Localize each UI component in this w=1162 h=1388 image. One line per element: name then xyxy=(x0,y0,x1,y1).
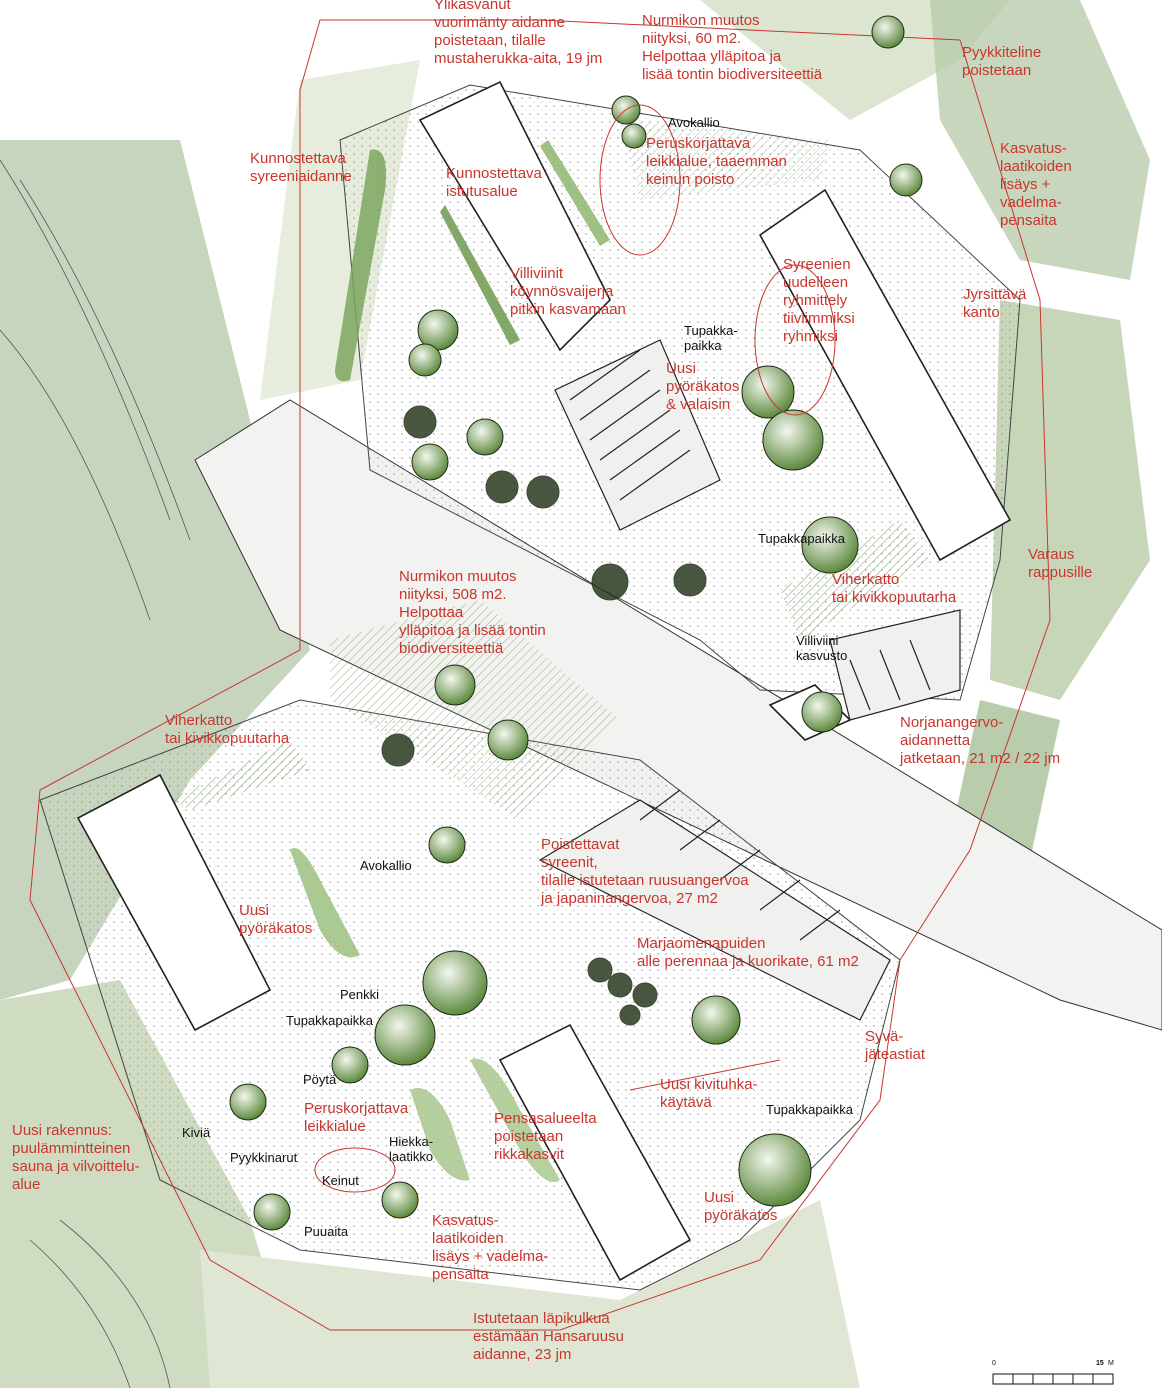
scale-bar xyxy=(992,1373,1114,1385)
label-uusi-pyorakatos-2: Uusi pyöräkatos xyxy=(239,902,313,937)
label-nurmikon-60: Nurmikon muutos niityksi, 60 m2. Helpott… xyxy=(642,12,823,83)
label-uusi-pyorakatos-1: Uusi pyöräkatos & valaisin xyxy=(666,360,740,413)
label-kasvatus-2: Kasvatus- laatikoiden lisäys + vadelma- … xyxy=(432,1212,549,1283)
meadow-zones xyxy=(170,120,930,820)
label-villiviinit: Villiviinit köynnösvaijerja pitkin kasva… xyxy=(510,265,626,318)
buildings xyxy=(76,80,1012,1282)
label-ylikasvanut: Ylikasvanut vuorimänty aidanne poistetaa… xyxy=(434,0,603,67)
label-istutetaan: Istutetaan läpikulkua estämään Hansaruus… xyxy=(473,1310,624,1363)
label-pyykkiteline: Pyykkiteline poistetaan xyxy=(962,44,1042,79)
label-viherkatto-1: Viherkatto tai kivikkopuutarha xyxy=(832,571,957,606)
label-viherkatto-2: Viherkatto tai kivikkopuutarha xyxy=(165,712,290,747)
hedges xyxy=(290,140,610,1182)
label-poyta: Pöytä xyxy=(303,1072,337,1087)
label-syreenien: Syreenien uudelleen ryhmittely tiiviimmi… xyxy=(783,256,855,345)
label-hiekkalaatikko: Hiekka- laatikko xyxy=(389,1134,434,1164)
label-avokallio-2: Avokallio xyxy=(360,858,412,873)
label-poistettavat: Poistettavat syreenit, tilalle istutetaa… xyxy=(541,836,749,907)
label-tupakkapaikka-4: Tupakkapaikka xyxy=(766,1102,853,1117)
label-kivia: Kiviä xyxy=(182,1125,211,1140)
label-uusi-kivituhka: Uusi kivituhka- käytävä xyxy=(660,1076,758,1111)
parking xyxy=(538,339,961,1021)
label-avokallio-1: Avokallio xyxy=(668,115,720,130)
label-kunnostettava-istutus: Kunnostettava istutusalue xyxy=(446,165,542,200)
label-pensasalue: Pensasalueelta poistetaan rikkakasvit xyxy=(494,1110,597,1163)
annotation-leaders xyxy=(314,104,836,1193)
label-norjanangervo: Norjanangervo- aidannetta jatketaan, 21 … xyxy=(900,714,1061,767)
label-kasvatus-1: Kasvatus- laatikoiden lisäys + vadelma- … xyxy=(1000,140,1072,229)
label-tupakkapaikka-1: Tupakka- paikka xyxy=(684,323,738,353)
main-street xyxy=(194,399,1162,1031)
label-tupakkapaikka-2: Tupakkapaikka xyxy=(758,531,845,546)
label-penkki: Penkki xyxy=(340,987,380,1002)
label-keinut: Keinut xyxy=(322,1173,359,1188)
label-tupakkapaikka-3: Tupakkapaikka xyxy=(286,1013,373,1028)
label-nurmikon-508: Nurmikon muutos niityksi, 508 m2. Helpot… xyxy=(399,568,546,657)
label-pyykkinarut: Pyykkinarut xyxy=(230,1150,298,1165)
label-kunnostettava-syreeni: Kunnostettava syreeniaidanne xyxy=(250,150,352,185)
scale-unit: M xyxy=(1108,1360,1114,1367)
label-peruskorjattava-1: Peruskorjattava leikkialue, taaemman kei… xyxy=(646,135,787,188)
label-syva: Syvä- jäteastiat xyxy=(865,1028,926,1063)
label-marjaomena: Marjaomenapuiden alle perennaa ja kuorik… xyxy=(637,935,859,970)
label-puuaita: Puuaita xyxy=(304,1224,349,1239)
label-uusi-rakennus: Uusi rakennus: puulämmintteinen sauna ja… xyxy=(12,1122,140,1193)
label-peruskorjattava-2: Peruskorjattava leikkialue xyxy=(304,1100,409,1135)
label-jyrsittava: Jyrsittävä kanto xyxy=(963,286,1027,321)
scale-bar-labels: 0 15 M xyxy=(988,1360,1138,1384)
scale-zero: 0 xyxy=(992,1360,996,1367)
label-villiviini-kasvusto: Villiviini kasvusto xyxy=(796,633,848,663)
trees xyxy=(229,15,923,1231)
scale-max: 15 xyxy=(1096,1360,1104,1367)
label-varaus: Varaus rappusille xyxy=(1028,546,1093,581)
label-uusi-pyorakatos-3: Uusi pyöräkatos xyxy=(704,1189,778,1224)
